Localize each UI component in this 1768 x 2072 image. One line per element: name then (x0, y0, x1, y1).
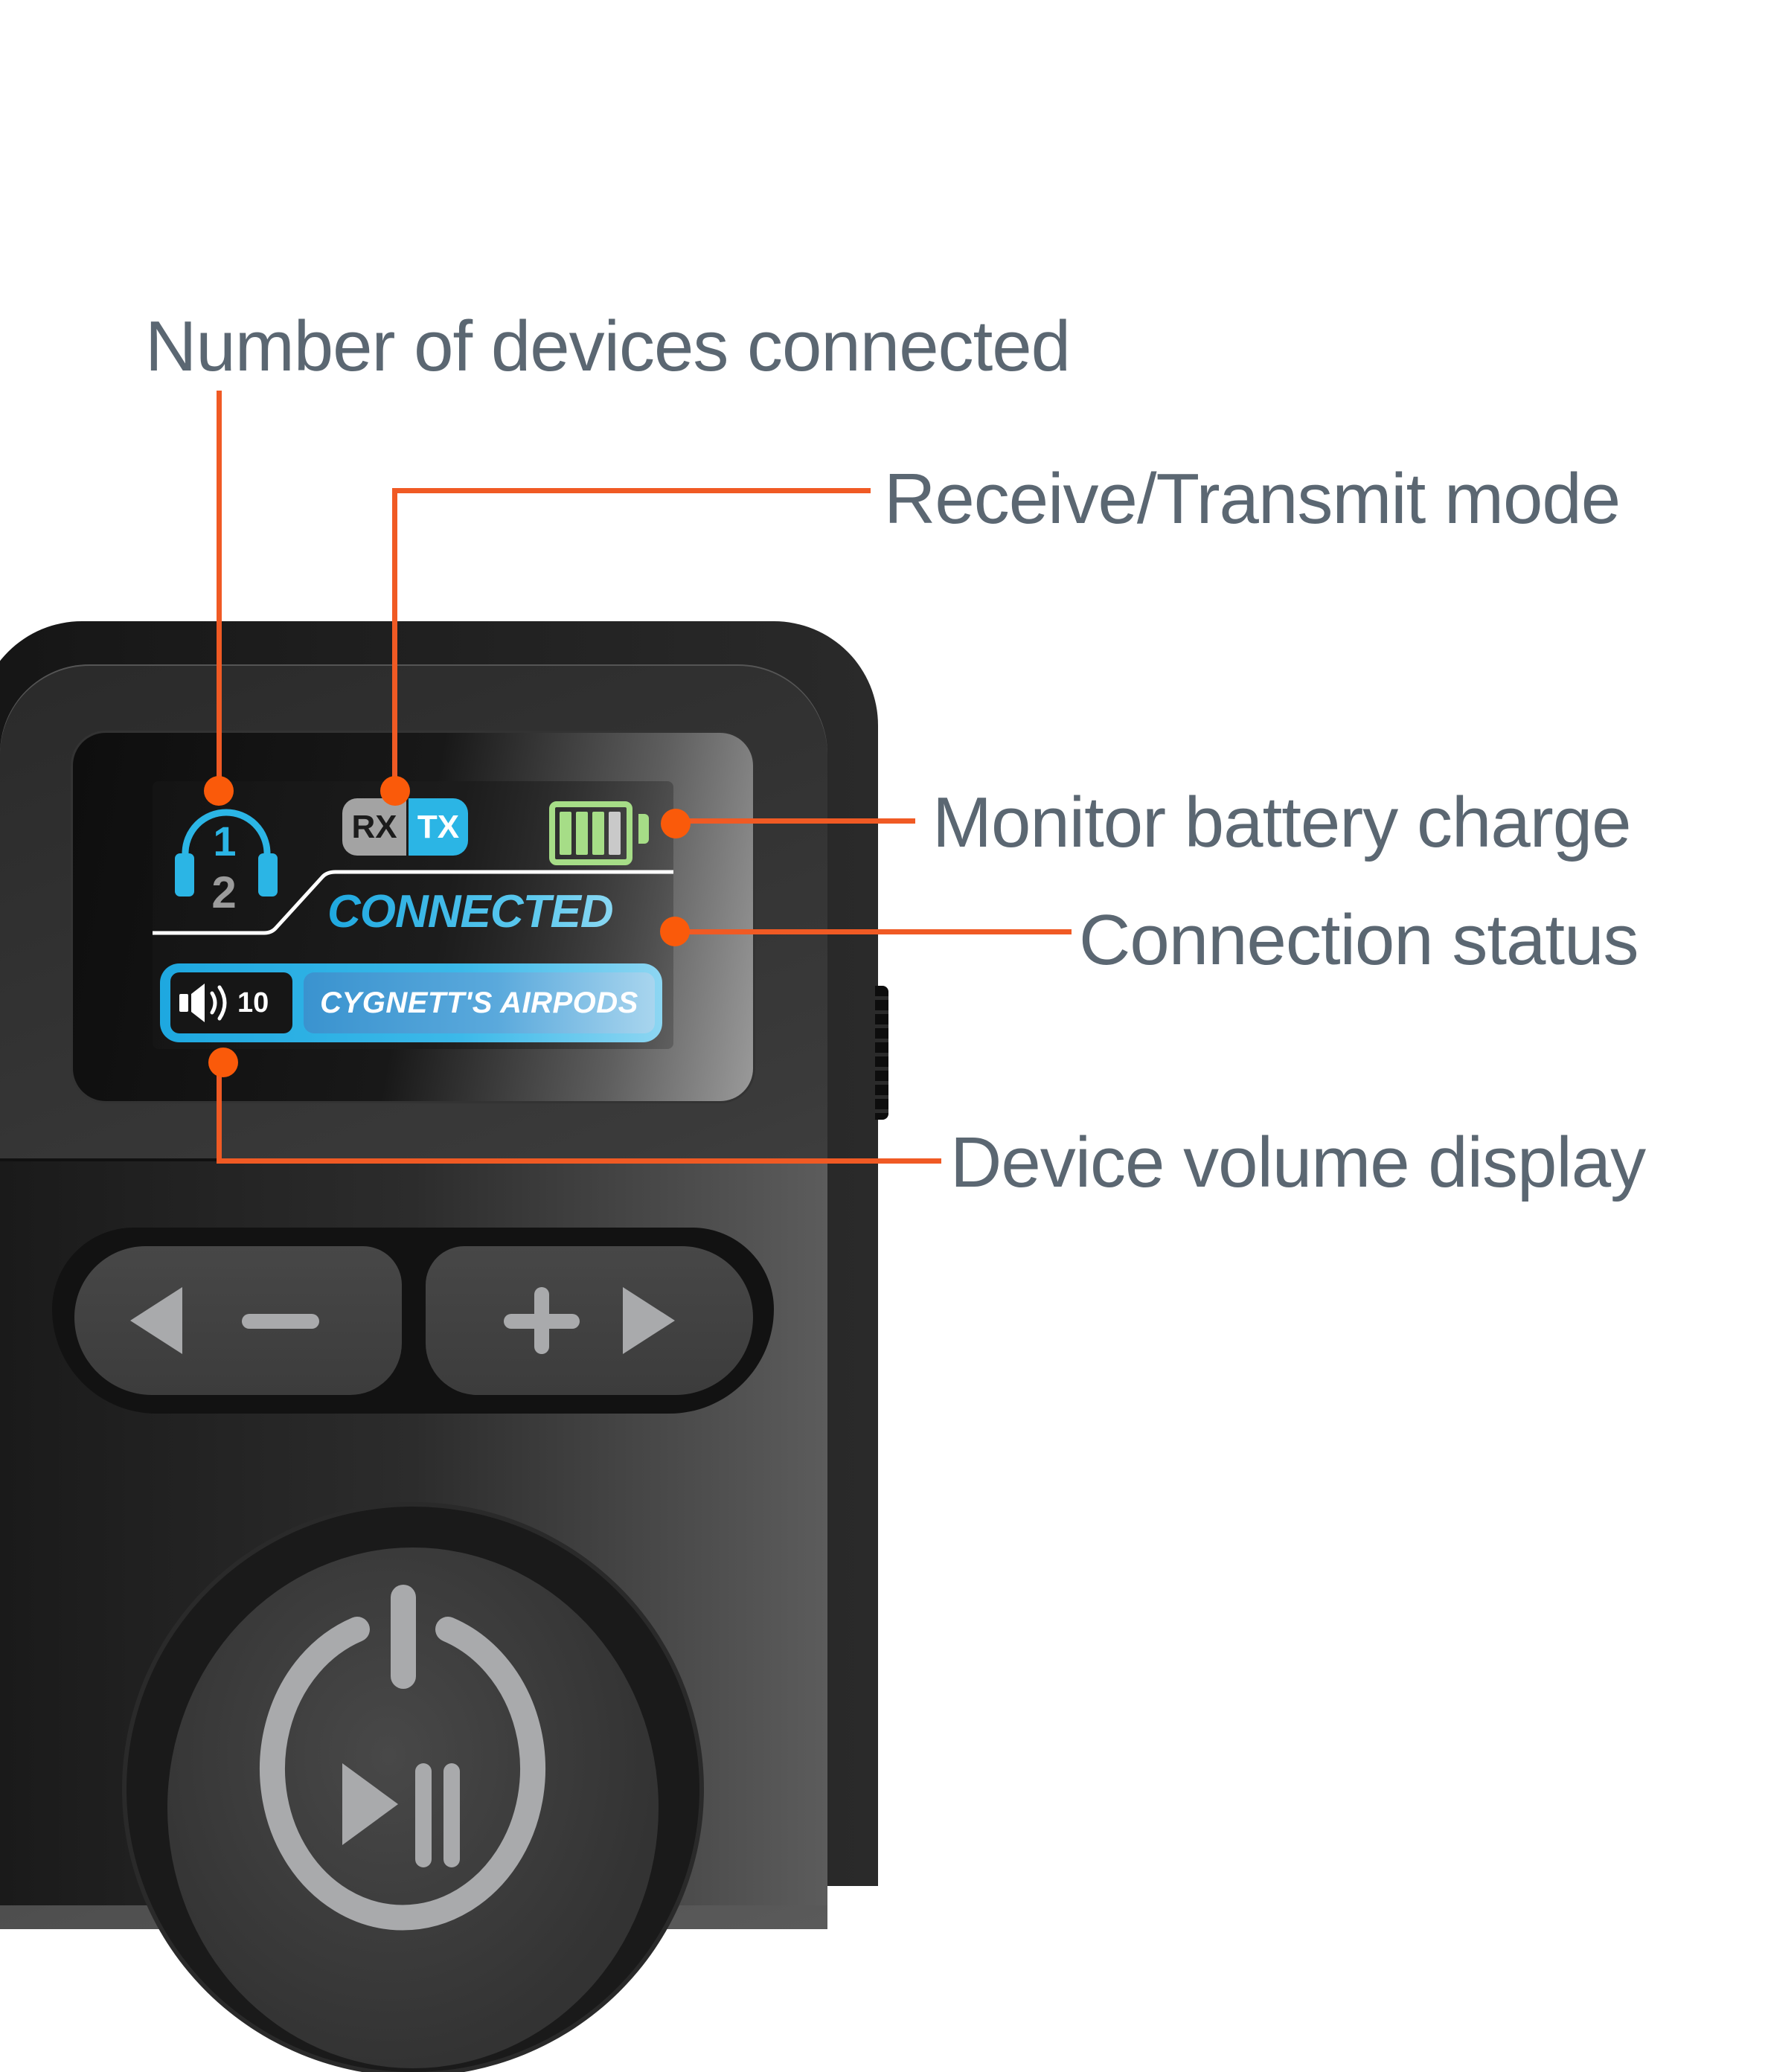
screen-divider-line (153, 870, 673, 935)
volume-display: 10 (170, 972, 292, 1033)
leader-status (675, 929, 1072, 934)
prev-minus-icon (130, 1287, 319, 1354)
battery-cell-empty (609, 812, 621, 855)
power-play-pause-button[interactable] (167, 1547, 659, 2068)
headphones-icon (175, 809, 278, 897)
callout-dot-volume (208, 1048, 238, 1077)
rx-badge: RX (342, 798, 406, 856)
rx-tx-indicator: RX TX (342, 798, 468, 856)
callout-dot-rxtx (380, 776, 410, 806)
battery-tip (638, 814, 649, 844)
label-battery-charge: Monitor battery charge (932, 783, 1631, 862)
battery-cell (592, 812, 604, 855)
battery-cell (560, 812, 571, 855)
callout-dot-devices (204, 776, 234, 806)
device-slot-1: 1 (213, 818, 237, 865)
leader-volume-horizontal (217, 1158, 941, 1164)
connected-device-name: CYGNETT'S AIRPODS (304, 972, 655, 1033)
leader-volume-vertical (217, 1062, 222, 1164)
leader-rxtx-horizontal (392, 488, 871, 493)
leader-devices (217, 391, 222, 792)
connection-status-text: CONNECTED (327, 886, 614, 937)
label-connection-status: Connection status (1079, 900, 1639, 980)
leader-rxtx-vertical (392, 488, 397, 792)
volume-level: 10 (237, 987, 269, 1019)
plus-next-icon (504, 1287, 675, 1354)
label-rx-tx-mode: Receive/Transmit mode (884, 459, 1621, 539)
label-devices-connected: Number of devices connected (145, 307, 1071, 386)
callout-dot-status (660, 917, 690, 946)
battery-icon (549, 801, 632, 865)
speaker-icon (179, 984, 227, 1022)
device-slot-2: 2 (211, 867, 237, 917)
label-volume-display: Device volume display (950, 1123, 1646, 1202)
prev-volume-down-button[interactable] (74, 1246, 402, 1395)
tx-badge: TX (409, 798, 468, 856)
power-play-pause-icon (260, 1585, 545, 1931)
leader-battery (676, 818, 915, 824)
next-volume-up-button[interactable] (426, 1246, 753, 1395)
callout-dot-battery (661, 809, 691, 838)
battery-cell (576, 812, 588, 855)
side-scroll-wheel[interactable] (875, 986, 888, 1120)
